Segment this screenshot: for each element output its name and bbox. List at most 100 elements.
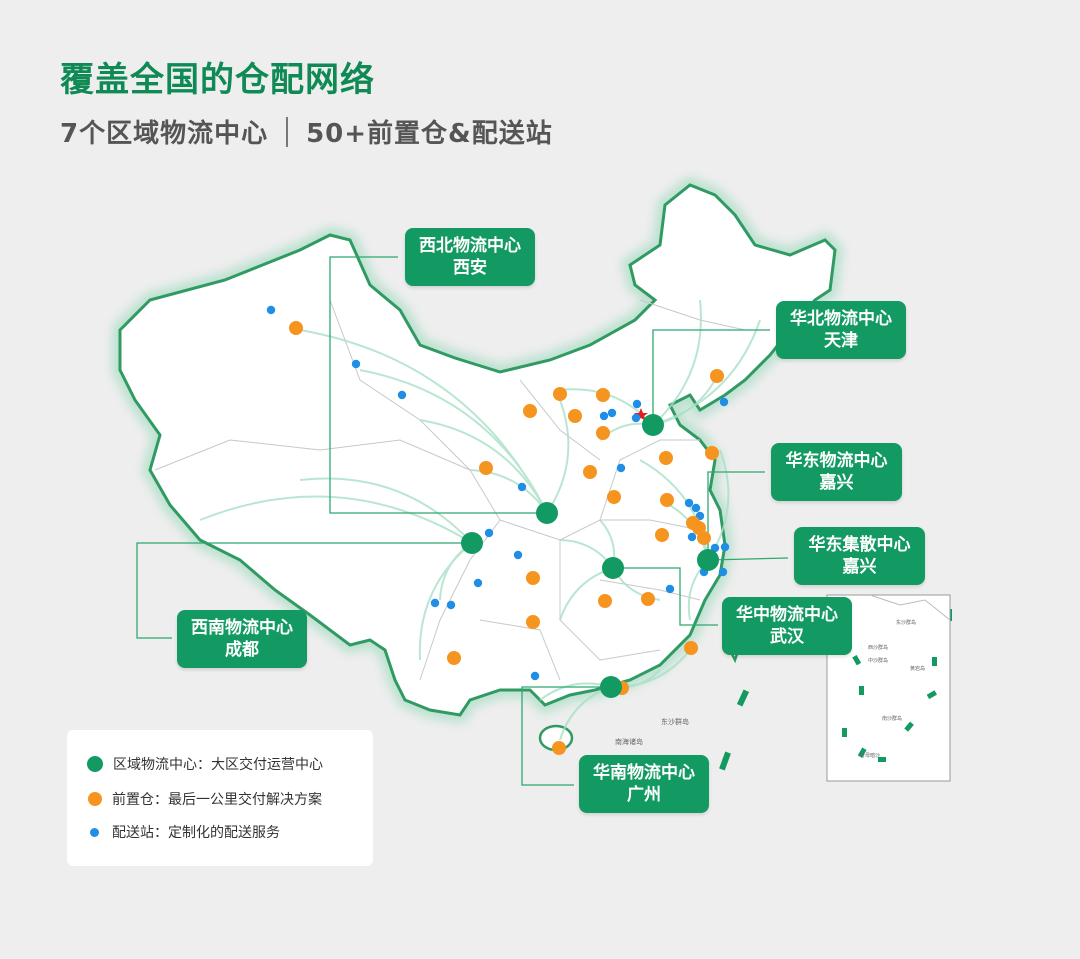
hub-name: 华北物流中心 bbox=[790, 309, 892, 329]
hub-name: 华中物流中心 bbox=[736, 605, 838, 625]
flow-arc bbox=[546, 399, 570, 514]
subtitle-warehouse-count: 50+前置仓&配送站 bbox=[306, 119, 553, 149]
mainland-shape bbox=[118, 183, 837, 717]
warehouse-dot bbox=[583, 465, 597, 479]
station-dot bbox=[599, 411, 609, 421]
warehouse-dot bbox=[553, 387, 567, 401]
warehouse-dot bbox=[526, 615, 540, 629]
hub-name: 华东集散中心 bbox=[808, 535, 911, 555]
hub-label-north[interactable]: 华北物流中心 天津 bbox=[776, 301, 906, 359]
legend-item-warehouse: 前置仓：最后一公里交付解决方案 bbox=[87, 789, 322, 809]
delivery-stations bbox=[266, 305, 730, 681]
hub-label-east[interactable]: 华东物流中心 嘉兴 bbox=[771, 443, 902, 501]
station-dot bbox=[665, 584, 675, 594]
hub-dot bbox=[536, 502, 558, 524]
hub-label-east-distribution[interactable]: 华东集散中心 嘉兴 bbox=[794, 527, 925, 585]
hub-connector-lines bbox=[136, 256, 789, 786]
station-dot bbox=[607, 408, 617, 418]
warehouse-dot bbox=[659, 451, 673, 465]
flow-arc bbox=[359, 369, 548, 514]
station-dot bbox=[473, 578, 483, 588]
hub-label-south[interactable]: 华南物流中心 广州 bbox=[579, 755, 709, 813]
warehouse-dot bbox=[607, 490, 621, 504]
warehouse-dot bbox=[705, 446, 719, 460]
hub-label-central[interactable]: 华中物流中心 武汉 bbox=[722, 597, 852, 655]
hub-name: 华南物流中心 bbox=[593, 763, 695, 783]
legend-item-hub: 区域物流中心：大区交付运营中心 bbox=[87, 754, 323, 774]
inset-label-dongsha: 东沙群岛 bbox=[896, 619, 916, 626]
warehouse-dot bbox=[596, 388, 610, 402]
label-east-sea: 东沙群岛 bbox=[661, 717, 689, 726]
legend-label: 配送站：定制化的配送服务 bbox=[112, 825, 280, 841]
hub-dot bbox=[600, 676, 622, 698]
hub-dot bbox=[697, 549, 719, 571]
warehouse-dot bbox=[526, 571, 540, 585]
page-subtitle: 7个区域物流中心 50+前置仓&配送站 bbox=[60, 113, 553, 150]
regional-hubs bbox=[461, 414, 719, 698]
station-dot bbox=[687, 532, 697, 542]
hub-city: 嘉兴 bbox=[842, 557, 877, 577]
hub-dot bbox=[642, 414, 664, 436]
warehouse-dot bbox=[684, 641, 698, 655]
hub-label-northwest[interactable]: 西北物流中心 西安 bbox=[405, 228, 535, 286]
station-dot bbox=[517, 482, 527, 492]
station-dot bbox=[530, 671, 540, 681]
inset-label-huangyan: 黄岩岛 bbox=[910, 665, 925, 672]
label-south-sea: 南海诸岛 bbox=[615, 737, 643, 746]
station-dot bbox=[684, 498, 694, 508]
station-dot bbox=[616, 463, 626, 473]
station-dot bbox=[691, 503, 701, 513]
inset-label-nansha: 南沙群岛 bbox=[882, 715, 902, 722]
station-dot bbox=[720, 542, 730, 552]
warehouse-dot bbox=[655, 528, 669, 542]
station-dot-icon bbox=[90, 827, 99, 837]
hub-city: 武汉 bbox=[770, 627, 804, 647]
station-dot bbox=[397, 390, 407, 400]
hub-dot bbox=[461, 532, 483, 554]
hub-city: 西安 bbox=[453, 258, 487, 278]
hub-name: 华东物流中心 bbox=[785, 451, 888, 471]
warehouse-dot bbox=[552, 741, 566, 755]
hub-dot bbox=[602, 557, 624, 579]
warehouse-dot bbox=[692, 521, 706, 535]
hub-label-southwest[interactable]: 西南物流中心 成都 bbox=[177, 610, 307, 668]
flow-arc bbox=[652, 299, 702, 426]
warehouse-dot bbox=[479, 461, 493, 475]
subtitle-divider bbox=[286, 116, 289, 147]
legend-item-station: 配送站：定制化的配送服务 bbox=[87, 822, 280, 842]
station-dot bbox=[484, 528, 494, 538]
hub-dot-icon bbox=[87, 756, 103, 772]
legend-label: 区域物流中心：大区交付运营中心 bbox=[113, 757, 323, 773]
warehouse-dot bbox=[523, 404, 537, 418]
flow-arc bbox=[652, 319, 761, 426]
station-dot bbox=[351, 359, 361, 369]
hub-city: 成都 bbox=[225, 640, 259, 660]
warehouse-dot bbox=[447, 651, 461, 665]
flow-arc bbox=[559, 388, 654, 426]
station-dot bbox=[718, 567, 728, 577]
warehouse-dot bbox=[598, 594, 612, 608]
warehouse-dot-icon bbox=[88, 792, 102, 806]
station-dot bbox=[513, 550, 523, 560]
warehouse-dot bbox=[568, 409, 582, 423]
station-dot bbox=[446, 600, 456, 610]
flow-arc bbox=[418, 542, 473, 661]
hub-city: 嘉兴 bbox=[819, 473, 854, 493]
hub-name: 西北物流中心 bbox=[419, 236, 521, 256]
map-legend: 区域物流中心：大区交付运营中心 前置仓：最后一公里交付解决方案 配送站：定制化的… bbox=[67, 730, 373, 866]
station-dot bbox=[266, 305, 276, 315]
warehouse-dot bbox=[641, 592, 655, 606]
hub-city: 天津 bbox=[824, 331, 858, 351]
inset-label-xisha: 西沙群岛 bbox=[868, 644, 888, 651]
warehouse-dot bbox=[596, 426, 610, 440]
legend-label: 前置仓：最后一公里交付解决方案 bbox=[112, 792, 322, 808]
warehouse-dot bbox=[710, 369, 724, 383]
flow-arc bbox=[299, 477, 473, 544]
page-title: 覆盖全国的仓配网络 bbox=[60, 60, 375, 100]
hub-name: 西南物流中心 bbox=[191, 618, 293, 638]
station-dot bbox=[632, 399, 642, 409]
hub-city: 广州 bbox=[627, 785, 661, 805]
flow-arc bbox=[199, 495, 473, 544]
inset-label-zhongsha: 中沙群岛 bbox=[868, 657, 888, 664]
